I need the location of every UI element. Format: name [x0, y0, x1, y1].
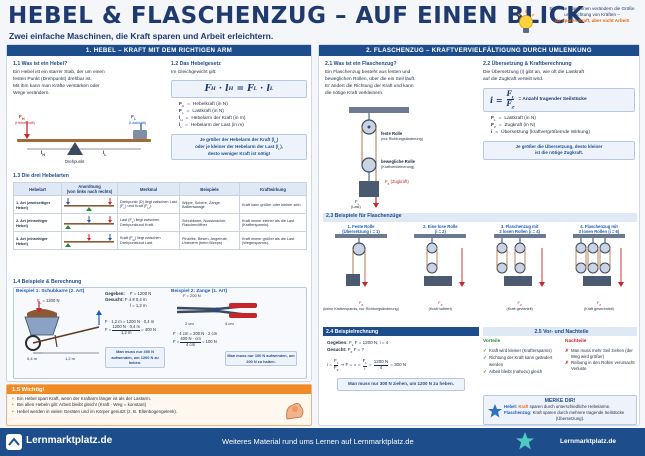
lever-type-3-diagram	[64, 234, 114, 247]
lever-section-bar: 1. HEBEL – KRAFT MIT DEM RICHTIGEN ARM	[7, 45, 311, 56]
pulley-note: Je größer die Übersetzung, desto kleiner…	[483, 140, 635, 160]
section-1-1: 1.1 Was ist ein Hebel? Ein Hebel ist ein…	[13, 61, 163, 98]
lever-definition: FH=Hebelkraft (in N)	[179, 101, 228, 108]
section-2-4-title: 2.4 Beispielrechnung	[323, 327, 479, 336]
advantage-item: Kraft wird kleiner (Kraftersparnis)	[483, 348, 565, 355]
lightbulb-icon	[517, 10, 535, 33]
lever-definition: lL=Hebelarm der Last (in m)	[179, 122, 244, 129]
given-value: l = 1,2 m	[130, 303, 147, 309]
disadvantage-item: Reibung in den Rollen verursacht Verlust…	[565, 360, 637, 372]
pulley-example-1: 1. Feste Rolle(Übersetzung i = 1)FZ(kein…	[323, 224, 399, 312]
given-value: l = 0,4 m	[130, 297, 147, 303]
section-2-1: 2.1 Was ist ein Flaschenzug? Ein Flasche…	[325, 61, 475, 98]
pulley-example-diagram	[414, 234, 467, 288]
page-title: HEBEL & FLASCHENZUG – AUF EINEN BLICK	[8, 3, 585, 29]
strength-arm-icon	[286, 403, 304, 420]
brand-logo-icon	[6, 434, 22, 450]
pulley-diagram	[349, 107, 409, 208]
section-2-4: 2.4 Beispielrechnung Gegeben: FL F = 120…	[323, 327, 479, 423]
important-item: Ein Hebel spart Kraft, wenn der Kraftarm…	[11, 396, 307, 403]
star-icon	[488, 404, 502, 418]
section-1-2: 1.2 Das Hebelgesetz Im Gleichgewicht gil…	[171, 61, 307, 161]
section-2-5-title: 2.5 Vor- und Nachteile	[483, 327, 637, 336]
section-2-2: 2.2 Übersetzung & Kraftberechnung Die Üb…	[483, 61, 635, 160]
pulley-example-diagram	[493, 234, 546, 288]
important-box: 1.5 Wichtig! Ein Hebel spart Kraft, wenn…	[6, 384, 312, 426]
advantage-item: Arbeit bleibt (nahezu) gleich	[483, 369, 565, 376]
pulley-example-2: 2. Eine lose Rolle(i = 2)FZ(Kraft halbie…	[402, 224, 478, 312]
tip-box: Einfache Maschinen verändern die Größe u…	[549, 6, 635, 24]
lever-diagram	[17, 121, 151, 155]
footer-bar: Lernmarktplatz.de Weiteres Material rund…	[0, 428, 645, 456]
section-2-2-title: 2.2 Übersetzung & Kraftberechnung	[483, 61, 572, 67]
advantage-item: Richtung der Kraft kann geändert werden	[483, 355, 565, 369]
section-1-4-title: 1.4 Beispiele & Berechnung	[13, 279, 82, 285]
lever-definition: lH=Hebelarm der Kraft (in m)	[179, 115, 246, 122]
lever-type-2-diagram	[64, 216, 114, 229]
footer-brand[interactable]: Lernmarktplatz.de	[26, 435, 113, 446]
footer-brand-right: Lernmarktplatz.de	[560, 438, 616, 445]
pulley-definition: FZ=Zugkraft (in N)	[491, 122, 536, 129]
section-2-1-title: 2.1 Was ist ein Flaschenzug?	[325, 61, 397, 67]
important-item: Hebel werden in vielen Geräten und im Kö…	[11, 409, 307, 416]
page-subtitle: Zwei einfache Maschinen, die Kraft spare…	[9, 31, 274, 41]
section-1-3-title: 1.3 Die drei Hebelarten	[13, 173, 69, 179]
table-row: 2. Art (einseitiger Hebel)Last (FL) lieg…	[13, 213, 307, 232]
section-2-5: 2.5 Vor- und Nachteile Vorteile Kraft wi…	[483, 327, 637, 393]
pulley-section-bar: 2. FLASCHENZUG – KRAFTVERVIELFÄLTIGUNG D…	[319, 45, 639, 56]
merke-box: MERKE DIR! Hebel: Kraft sparen durch unt…	[483, 395, 637, 425]
table-row: 1. Art (zweiseitiger Hebel)Drehpunkt (D)…	[13, 195, 307, 214]
section-2-3: 2.3 Beispiele für Flaschenzüge 1. Feste …	[323, 213, 637, 323]
lever-panel: 1. HEBEL – KRAFT MIT DEM RICHTIGEN ARM 1…	[6, 44, 312, 382]
table-row: 3. Art (einseitiger Hebel)Kraft (FH) lie…	[13, 231, 307, 250]
section-1-4: 1.4 Beispiele & Berechnung Beispiel 1: S…	[13, 279, 307, 379]
important-item: Bei allen Hebeln gilt: Arbeit bleibt gle…	[11, 402, 307, 409]
footer-link[interactable]: Weiteres Material rund ums Lernen auf Le…	[222, 437, 414, 446]
section-2-3-title: 2.3 Beispiele für Flaschenzüge	[323, 213, 637, 222]
pulley-definition: FL=Lastkraft (in N)	[491, 115, 536, 122]
pulley-example-diagram	[335, 234, 387, 288]
section-1-2-title: 1.2 Das Hebelgesetz	[171, 61, 221, 67]
lever-type-1-diagram	[64, 198, 114, 211]
pulley-example-diagram	[572, 234, 625, 288]
important-title: 1.5 Wichtig!	[7, 385, 311, 394]
pulley-definition: i=Übersetzung (kraftvergrößernde Wirkung…	[491, 129, 590, 135]
transmission-formula: i = FL FZ = Anzahl tragender Seilstücke	[483, 87, 635, 112]
lever-definition: FL=Lastkraft (in N)	[179, 108, 224, 115]
wheelbarrow-illustration	[24, 301, 102, 354]
section-1-1-title: 1.1 Was ist ein Hebel?	[13, 61, 68, 67]
star-deco-icon	[516, 432, 534, 450]
pliers-illustration	[176, 303, 258, 318]
pulley-panel: 2. FLASCHENZUG – KRAFTVERVIELFÄLTIGUNG D…	[318, 44, 640, 426]
given-value: F = 1200 N	[130, 291, 152, 296]
lever-note: Je größer der Hebelarm der Kraft (lH) od…	[171, 133, 307, 161]
disadvantage-item: Man muss mehr Seil ziehen (der Weg wird …	[565, 348, 637, 360]
